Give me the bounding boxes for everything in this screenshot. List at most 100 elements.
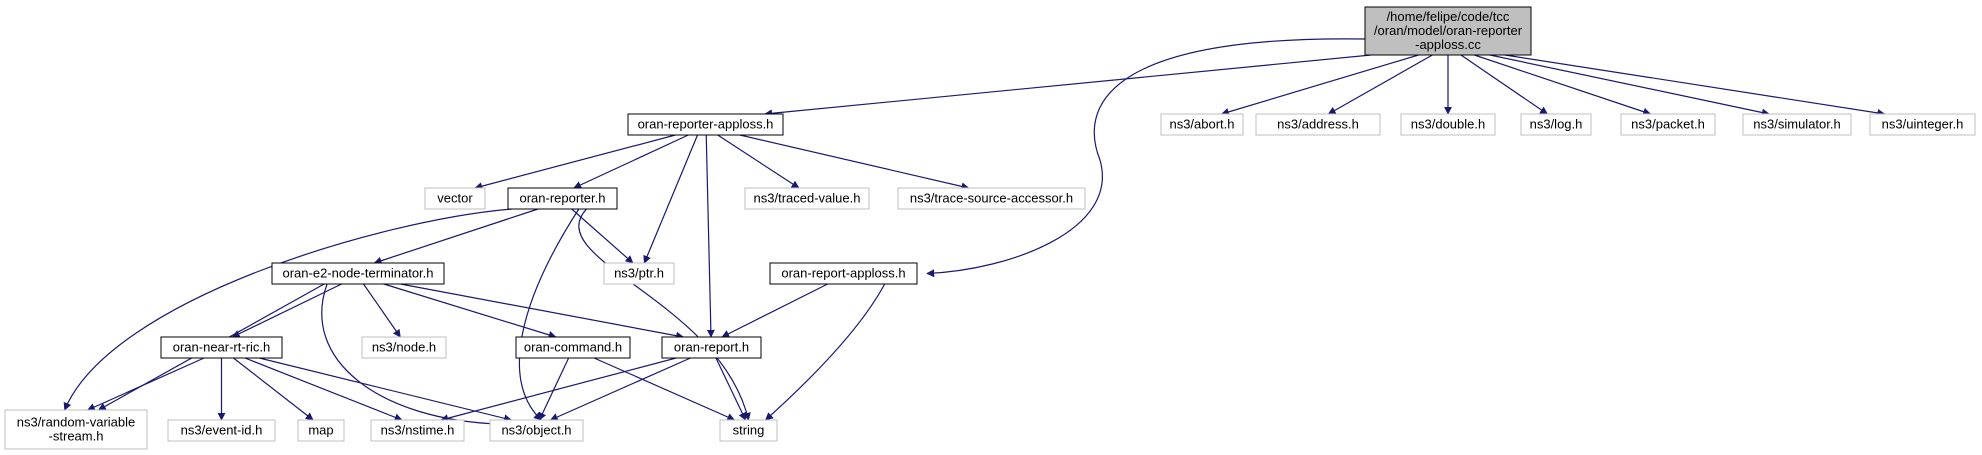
node-label-main: /home/felipe/code/tcc (1387, 9, 1510, 24)
node-event_id: ns3/event-id.h (167, 419, 276, 442)
node-vector: vector (424, 187, 486, 210)
node-report_h[interactable]: oran-report.h (661, 336, 762, 359)
node-label-command: oran-command.h (524, 340, 622, 355)
edge-command-to-string (593, 357, 736, 421)
edge-report_h-to-nstime (440, 357, 677, 423)
edge-e2_term-to-report_h (400, 283, 685, 340)
edge-reporter_h-to-string (578, 208, 751, 421)
node-box-report_h (661, 336, 762, 359)
node-main[interactable]: /home/felipe/code/tcc/oran/model/oran-re… (1364, 6, 1532, 56)
node-box-address (1255, 113, 1381, 136)
node-label-report_apploss: oran-report-apploss.h (781, 266, 905, 281)
edge-main-to-log (1460, 54, 1549, 115)
node-label-random_var: -stream.h (49, 429, 104, 444)
node-object: ns3/object.h (489, 419, 584, 442)
node-box-e2_term (271, 262, 445, 285)
node-label-random_var: ns3/random-variable (17, 415, 136, 430)
edge-reporter_apploss_h-to-report_h (705, 134, 715, 338)
node-near_rt_ric[interactable]: oran-near-rt-ric.h (160, 336, 283, 359)
node-box-nstime (370, 419, 465, 442)
edge-near_rt_ric-to-object (259, 357, 513, 423)
edge-main-to-reporter_apploss_h (764, 54, 1372, 118)
node-box-random_var (4, 409, 148, 450)
node-label-traced_value: ns3/traced-value.h (754, 191, 861, 206)
node-label-report_h: oran-report.h (674, 340, 749, 355)
node-command[interactable]: oran-command.h (515, 336, 631, 359)
edge-main-to-abort (1220, 54, 1419, 116)
edge-reporter_apploss_h-to-ptr (643, 134, 699, 264)
edge-main-to-packet (1474, 54, 1652, 116)
node-label-nstime: ns3/nstime.h (381, 423, 455, 438)
node-traced_value: ns3/traced-value.h (744, 187, 870, 210)
node-abort: ns3/abort.h (1160, 113, 1244, 136)
edge-reporter_h-to-random_var (63, 208, 513, 411)
edge-report_apploss-to-report_h (721, 283, 828, 338)
node-label-near_rt_ric: oran-near-rt-ric.h (173, 340, 271, 355)
edge-main-to-address (1327, 54, 1433, 115)
edge-reporter_apploss_h-to-vector (474, 134, 676, 191)
node-reporter_apploss_h[interactable]: oran-reporter-apploss.h (627, 113, 784, 136)
node-box-packet (1620, 113, 1716, 136)
node-label-event_id: ns3/event-id.h (181, 423, 263, 438)
edge-reporter_h-to-object (518, 208, 580, 421)
node-label-main: -apploss.cc (1415, 37, 1481, 52)
node-reporter_h[interactable]: oran-reporter.h (507, 187, 618, 210)
node-label-trace_source: ns3/trace-source-accessor.h (910, 191, 1073, 206)
node-box-trace_source (897, 187, 1086, 210)
node-label-vector: vector (437, 191, 473, 206)
edge-near_rt_ric-to-nstime (244, 357, 403, 422)
node-log: ns3/log.h (1520, 113, 1592, 136)
node-ptr: ns3/ptr.h (603, 262, 675, 285)
node-box-event_id (167, 419, 276, 442)
edge-e2_term-to-near_rt_ric (231, 283, 342, 338)
node-map: map (297, 419, 345, 442)
node-box-map (297, 419, 345, 442)
edge-report_apploss-to-string (765, 283, 886, 421)
edge-reporter_h-to-e2_term (373, 208, 539, 265)
node-box-node (361, 336, 447, 359)
node-box-simulator (1742, 113, 1852, 136)
node-uinteger: ns3/uinteger.h (1869, 113, 1976, 136)
edge-main-to-report_apploss (926, 38, 1366, 278)
edge-reporter_apploss_h-to-traced_value (717, 134, 800, 189)
node-box-report_apploss (769, 262, 918, 285)
node-label-object: ns3/object.h (501, 423, 571, 438)
node-label-reporter_h: oran-reporter.h (520, 191, 606, 206)
node-label-reporter_apploss_h: oran-reporter-apploss.h (638, 117, 774, 132)
node-box-reporter_apploss_h (627, 113, 784, 136)
node-e2_term[interactable]: oran-e2-node-terminator.h (271, 262, 445, 285)
node-label-double: ns3/double.h (1411, 117, 1485, 132)
node-label-string: string (733, 423, 765, 438)
edge-reporter_apploss_h-to-trace_source (739, 134, 970, 191)
edge-command-to-object (538, 357, 570, 421)
edge-e2_term-to-command (383, 283, 557, 339)
node-label-map: map (308, 423, 333, 438)
node-report_apploss[interactable]: oran-report-apploss.h (769, 262, 918, 285)
node-simulator: ns3/simulator.h (1742, 113, 1852, 136)
node-box-ptr (603, 262, 675, 285)
node-label-uinteger: ns3/uinteger.h (1882, 117, 1964, 132)
edge-near_rt_ric-to-random_var (86, 357, 205, 411)
node-label-e2_term: oran-e2-node-terminator.h (282, 266, 433, 281)
node-box-abort (1160, 113, 1244, 136)
node-random_var: ns3/random-variable-stream.h (4, 409, 148, 450)
node-nstime: ns3/nstime.h (370, 419, 465, 442)
node-box-uinteger (1869, 113, 1976, 136)
node-label-ptr: ns3/ptr.h (614, 266, 664, 281)
edge-near_rt_ric-to-map (233, 357, 314, 421)
node-box-log (1520, 113, 1592, 136)
node-packet: ns3/packet.h (1620, 113, 1716, 136)
node-box-main (1364, 6, 1532, 56)
nodes-layer: /home/felipe/code/tcc/oran/model/oran-re… (4, 6, 1976, 450)
node-box-string (719, 419, 778, 442)
node-label-packet: ns3/packet.h (1631, 117, 1705, 132)
node-box-traced_value (744, 187, 870, 210)
node-box-command (515, 336, 631, 359)
edge-report_h-to-object (549, 357, 691, 421)
edge-reporter_apploss_h-to-reporter_h (573, 134, 689, 189)
edge-report_h-to-string (715, 357, 747, 421)
node-label-main: /oran/model/oran-reporter (1374, 23, 1523, 38)
node-node: ns3/node.h (361, 336, 447, 359)
node-box-vector (424, 187, 486, 210)
